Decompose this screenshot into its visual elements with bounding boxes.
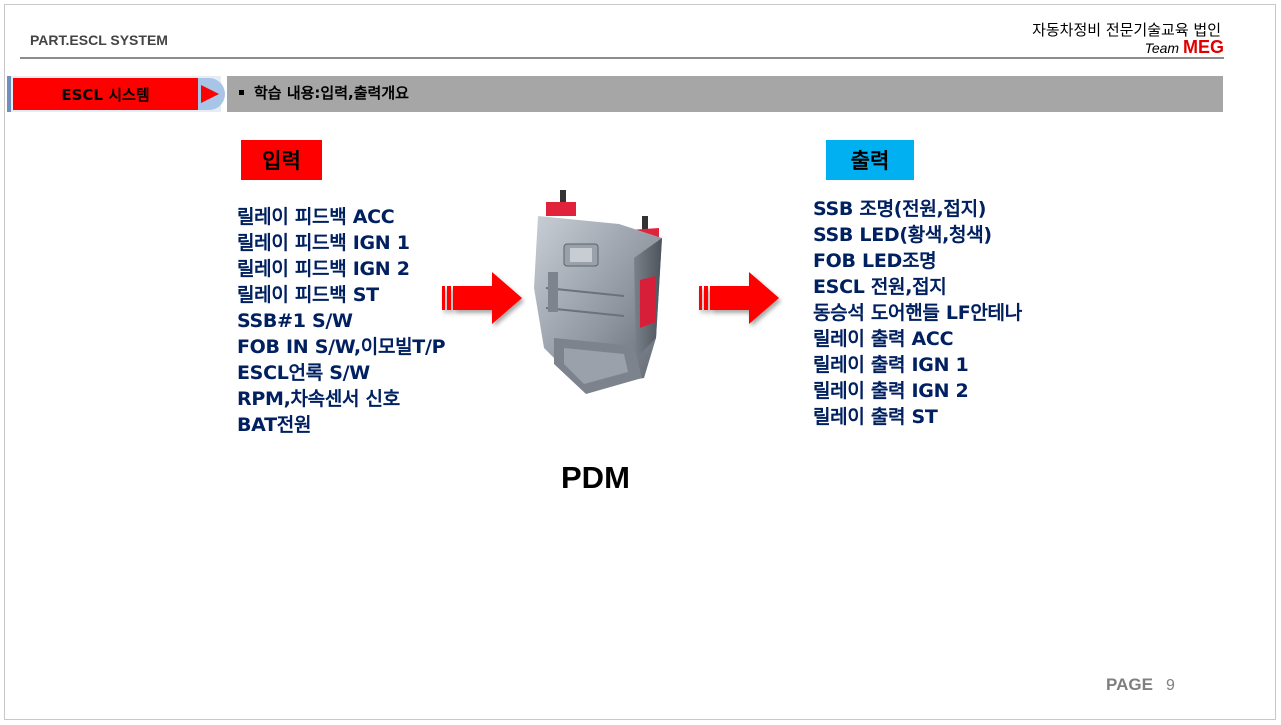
part-title: PART.ESCL SYSTEM: [30, 32, 168, 48]
output-list: SSB 조명(전원,접지) SSB LED(황색,청색) FOB LED조명 E…: [813, 196, 1022, 430]
input-item: SSB#1 S/W: [237, 310, 353, 332]
section-tab-accent: [7, 76, 11, 112]
output-arrow-icon: [699, 272, 779, 324]
output-item: ESCL 전원,접지: [813, 276, 947, 298]
header-divider: [20, 57, 1224, 59]
bullet-icon: [239, 89, 244, 95]
team-prefix: Team: [1144, 40, 1180, 56]
input-item: 릴레이 피드백 ST: [237, 284, 379, 306]
input-title: 입력: [241, 140, 322, 180]
input-arrow-icon: [442, 272, 522, 324]
output-item: FOB LED조명: [813, 250, 937, 272]
slide-frame: [4, 4, 1276, 720]
input-item: 릴레이 피드백 ACC: [237, 206, 395, 228]
output-item: 릴레이 출력 ST: [813, 406, 938, 428]
play-arrow-icon: [201, 85, 219, 103]
page-label: PAGE: [1106, 675, 1153, 694]
output-title: 출력: [826, 140, 914, 180]
output-item: 릴레이 출력 IGN 1: [813, 354, 969, 376]
input-item: RPM,차속센서 신호: [237, 388, 400, 410]
input-item: 릴레이 피드백 IGN 2: [237, 258, 410, 280]
org-name: 자동차정비 전문기술교육 법인: [1032, 21, 1221, 39]
pdm-label: PDM: [561, 460, 630, 495]
section-description: 학습 내용:입력,출력개요: [239, 82, 409, 103]
section-bar: ESCL 시스템 학습 내용:입력,출력개요: [7, 76, 1223, 112]
output-item: SSB 조명(전원,접지): [813, 198, 987, 220]
page-number: 9: [1166, 677, 1175, 694]
input-item: ESCL언록 S/W: [237, 362, 370, 384]
pdm-module-image: [534, 190, 662, 394]
output-item: 릴레이 출력 ACC: [813, 328, 954, 350]
output-item: 동승석 도어핸들 LF안테나: [813, 302, 1022, 324]
team-logo: Team MEG: [1145, 37, 1224, 58]
section-tab-label: ESCL 시스템: [13, 78, 198, 110]
input-item: FOB IN S/W,이모빌T/P: [237, 336, 446, 358]
team-name: MEG: [1182, 37, 1224, 57]
input-item: BAT전원: [237, 414, 312, 436]
section-tab: ESCL 시스템: [7, 76, 225, 112]
section-description-text: 학습 내용:입력,출력개요: [254, 84, 409, 102]
input-item: 릴레이 피드백 IGN 1: [237, 232, 410, 254]
output-item: SSB LED(황색,청색): [813, 224, 992, 246]
input-list: 릴레이 피드백 ACC 릴레이 피드백 IGN 1 릴레이 피드백 IGN 2 …: [237, 204, 446, 438]
output-item: 릴레이 출력 IGN 2: [813, 380, 969, 402]
section-description-bar: [227, 76, 1223, 112]
